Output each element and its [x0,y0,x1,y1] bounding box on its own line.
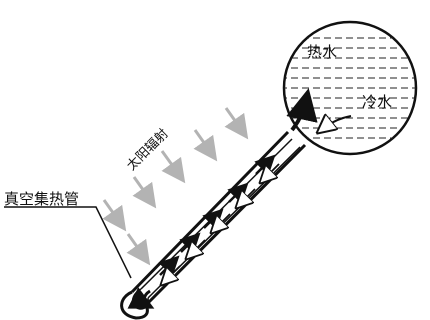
cold-flow-arrow [263,163,280,180]
cold-flow-arrow [164,265,181,282]
vacuum-tube-leader-line [4,206,132,279]
water-tank: 热水 冷水 [282,20,418,156]
sun-arrow [193,129,218,162]
sun-arrow [224,107,249,140]
solar-radiation-arrows [102,107,249,266]
tube-outer-right [144,143,307,307]
tube-bottom-cap [120,290,149,320]
cold-flow-arrow [189,239,206,256]
sun-arrow [132,176,157,209]
vacuum-tube-callout: 真空集热管 [4,190,132,279]
hot-water-label: 热水 [307,43,337,61]
tube-bottom-inner-cap [131,288,149,310]
cold-flow-arrow [214,213,231,230]
solar-radiation-label: 太阳辐射 [124,126,172,174]
vacuum-tube [120,130,307,320]
sun-arrow [126,233,151,266]
sun-arrow [102,199,127,232]
cold-water-label: 冷水 [362,93,392,111]
tank-neck-flow-arrows [286,88,352,132]
sun-arrow [160,150,186,184]
vacuum-tube-label: 真空集热管 [4,190,79,208]
tube-outer-left [130,130,290,294]
cold-flow-arrow [239,188,256,205]
hot-water-rising-arrow [286,88,318,132]
tube-bottom-return-arrow [127,287,155,309]
cold-water-sinking-arrow [321,116,352,130]
